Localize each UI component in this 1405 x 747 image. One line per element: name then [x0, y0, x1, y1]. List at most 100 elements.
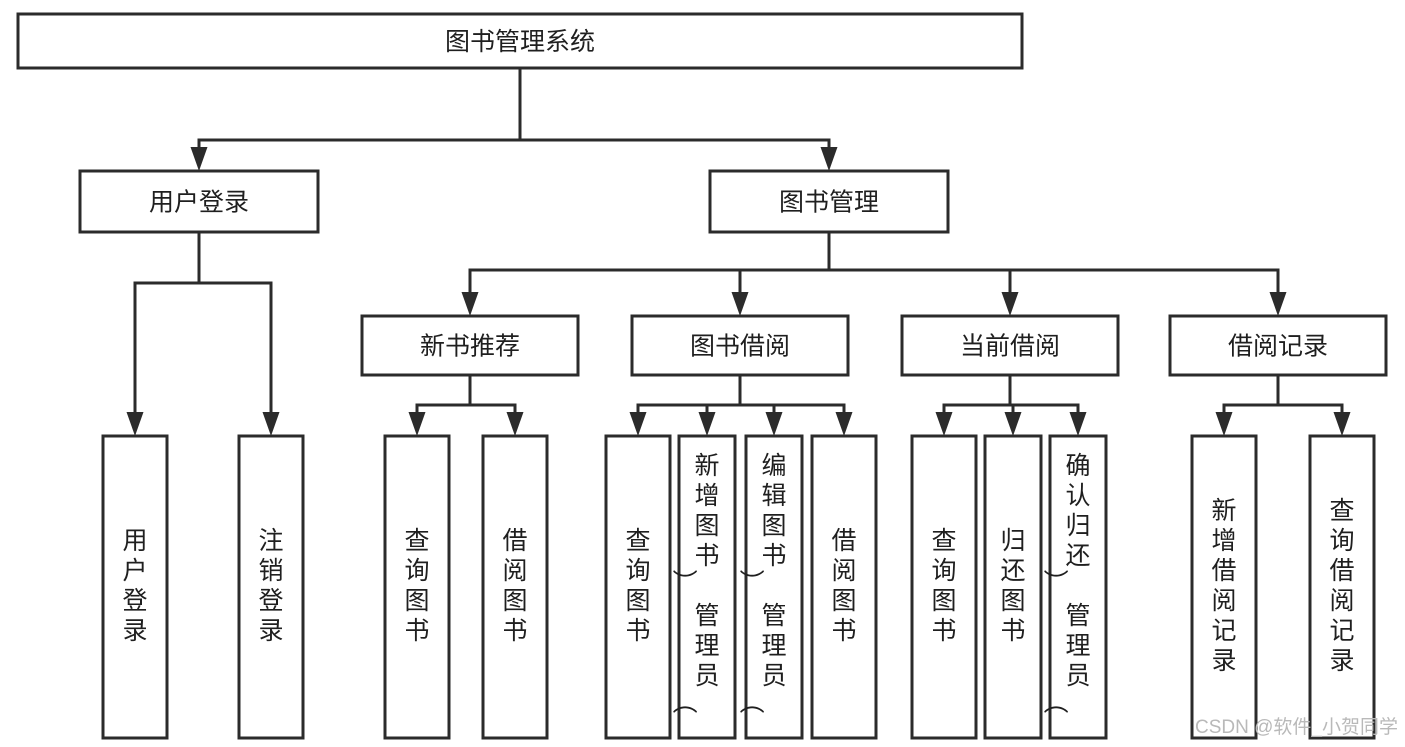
node-label: 用户登录 — [122, 527, 147, 645]
node-box[interactable] — [1168, 314, 1388, 377]
edge-borrow-to-leaf-borrow-lend — [835, 403, 853, 436]
edge-records-to-leaf-records-query — [1333, 403, 1351, 436]
arrow-head-icon — [765, 412, 783, 436]
edge-root-to-login — [190, 138, 208, 171]
node-leaf-user-login[interactable]: 用户登录 — [101, 434, 169, 740]
edge-login-to-leaf-user-logout — [262, 281, 280, 436]
connector-bus-newbook — [415, 373, 517, 407]
node-box[interactable] — [677, 434, 737, 740]
node-leaf-borrow-lend[interactable]: 借阅图书 — [810, 434, 878, 740]
node-box[interactable] — [237, 434, 305, 740]
node-box[interactable] — [1190, 434, 1258, 740]
edge-login-to-leaf-user-login — [126, 281, 144, 436]
node-leaf-current-confirm[interactable]: 确认归还（管理员） — [1043, 434, 1108, 740]
arrow-head-icon — [1069, 412, 1087, 436]
nodes-layer: 图书管理系统用户登录图书管理新书推荐图书借阅当前借阅借阅记录用户登录注销登录查询… — [16, 12, 1388, 740]
node-leaf-records-query[interactable]: 查询借阅记录 — [1308, 434, 1376, 740]
node-box[interactable] — [900, 314, 1120, 377]
node-box[interactable] — [101, 434, 169, 740]
arrow-head-icon — [731, 292, 749, 316]
arrow-head-icon — [408, 412, 426, 436]
edge-newbook-to-leaf-newbook-borrow — [506, 403, 524, 436]
node-leaf-current-return[interactable]: 归还图书 — [983, 434, 1043, 740]
node-box[interactable] — [708, 169, 950, 234]
node-newbook[interactable]: 新书推荐 — [360, 314, 580, 377]
arrow-head-icon — [1001, 292, 1019, 316]
edge-bookmgmt-to-borrow — [731, 268, 749, 316]
arrow-head-icon — [190, 147, 208, 171]
node-box[interactable] — [1048, 434, 1108, 740]
edge-borrow-to-leaf-borrow-edit — [765, 403, 783, 436]
node-label: 查询借阅记录 — [1329, 497, 1354, 675]
arrow-head-icon — [935, 412, 953, 436]
connector-bus-bookmgmt — [468, 230, 1280, 272]
edge-root-to-bookmgmt — [820, 138, 838, 171]
arrow-head-icon — [1333, 412, 1351, 436]
arrow-head-icon — [126, 412, 144, 436]
edge-borrow-to-leaf-borrow-query — [629, 403, 647, 436]
edges-layer — [126, 66, 1351, 436]
node-label: 查询图书 — [625, 527, 650, 645]
node-box[interactable] — [481, 434, 549, 740]
node-login[interactable]: 用户登录 — [78, 169, 320, 234]
node-box[interactable] — [983, 434, 1043, 740]
node-leaf-newbook-query[interactable]: 查询图书 — [383, 434, 451, 740]
edge-bookmgmt-to-current — [1001, 268, 1019, 316]
arrow-head-icon — [1215, 412, 1233, 436]
edge-bookmgmt-to-records — [1269, 268, 1287, 316]
edge-borrow-to-leaf-borrow-add — [698, 403, 716, 436]
connector-bus-borrow — [636, 373, 846, 407]
node-leaf-user-logout[interactable]: 注销登录 — [237, 434, 305, 740]
node-box[interactable] — [910, 434, 978, 740]
node-box[interactable] — [78, 169, 320, 234]
node-leaf-borrow-query[interactable]: 查询图书 — [604, 434, 672, 740]
node-box[interactable] — [810, 434, 878, 740]
node-bookmgmt[interactable]: 图书管理 — [708, 169, 950, 234]
node-label: 归还图书 — [1000, 527, 1025, 645]
node-label: 借阅记录 — [1228, 333, 1328, 361]
edge-current-to-leaf-current-return — [1004, 403, 1022, 436]
node-label: 借阅图书 — [502, 527, 527, 645]
node-label: 查询图书 — [931, 527, 956, 645]
node-label: 新增图书（管理员） — [672, 452, 719, 714]
node-label: 图书管理 — [779, 189, 879, 217]
arrow-head-icon — [262, 412, 280, 436]
node-box[interactable] — [383, 434, 451, 740]
node-root[interactable]: 图书管理系统 — [16, 12, 1024, 70]
node-box[interactable] — [744, 434, 804, 740]
arrow-head-icon — [461, 292, 479, 316]
node-leaf-newbook-borrow[interactable]: 借阅图书 — [481, 434, 549, 740]
connector-bus-login — [133, 230, 273, 285]
node-label: 查询图书 — [404, 527, 429, 645]
node-leaf-borrow-edit[interactable]: 编辑图书（管理员） — [739, 434, 804, 740]
node-label: 图书借阅 — [690, 333, 790, 361]
edge-records-to-leaf-records-add — [1215, 403, 1233, 436]
edge-current-to-leaf-current-query — [935, 403, 953, 436]
edge-bookmgmt-to-newbook — [461, 268, 479, 316]
node-leaf-records-add[interactable]: 新增借阅记录 — [1190, 434, 1258, 740]
arrow-head-icon — [629, 412, 647, 436]
node-label: 新增借阅记录 — [1211, 497, 1236, 675]
arrow-head-icon — [698, 412, 716, 436]
arrow-head-icon — [1004, 412, 1022, 436]
node-box[interactable] — [604, 434, 672, 740]
node-box[interactable] — [16, 12, 1024, 70]
arrow-head-icon — [1269, 292, 1287, 316]
edge-newbook-to-leaf-newbook-query — [408, 403, 426, 436]
node-label: 用户登录 — [149, 189, 249, 217]
node-label: 新书推荐 — [420, 333, 520, 361]
node-label: 确认归还（管理员） — [1043, 452, 1090, 714]
node-box[interactable] — [360, 314, 580, 377]
connector-bus-root — [197, 66, 831, 142]
node-current[interactable]: 当前借阅 — [900, 314, 1120, 377]
node-leaf-borrow-add[interactable]: 新增图书（管理员） — [672, 434, 737, 740]
node-label: 借阅图书 — [831, 527, 856, 645]
node-leaf-current-query[interactable]: 查询图书 — [910, 434, 978, 740]
node-records[interactable]: 借阅记录 — [1168, 314, 1388, 377]
arrow-head-icon — [820, 147, 838, 171]
node-box[interactable] — [1308, 434, 1376, 740]
node-borrow[interactable]: 图书借阅 — [630, 314, 850, 377]
node-box[interactable] — [630, 314, 850, 377]
